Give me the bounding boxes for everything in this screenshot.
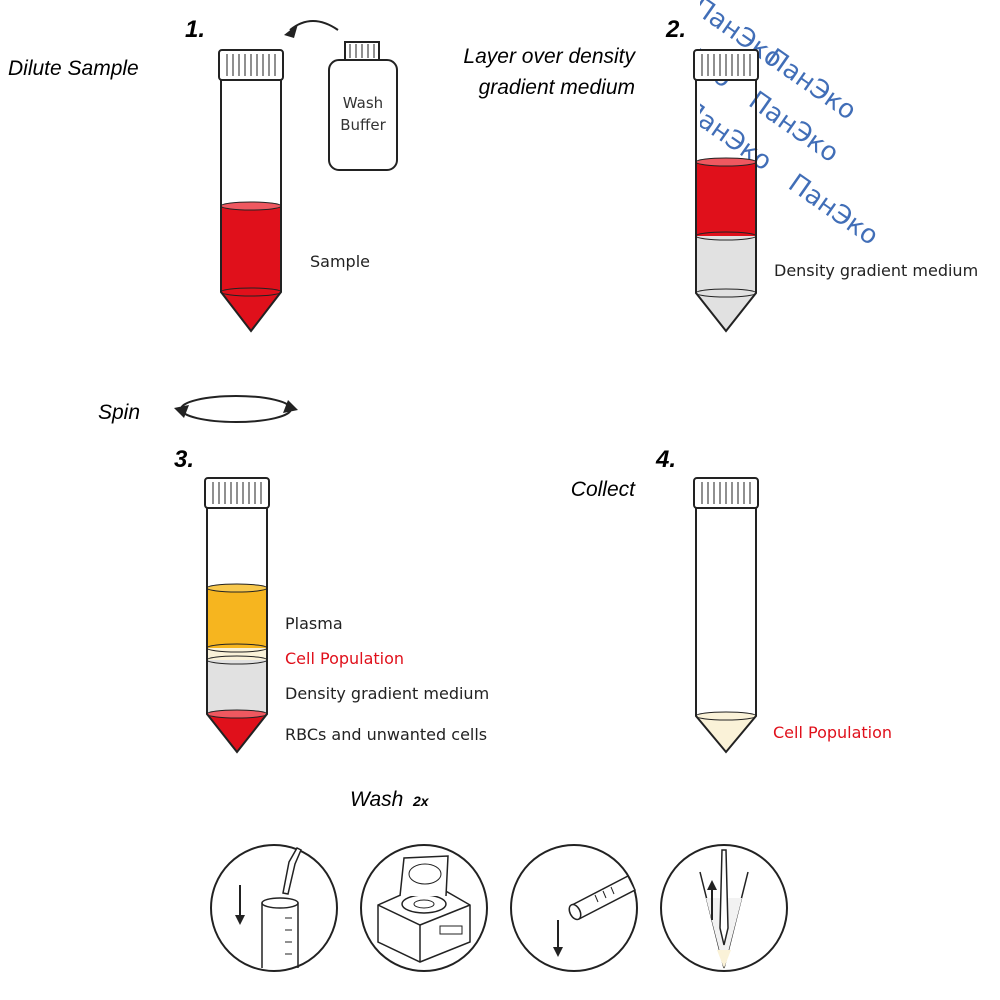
pour-arrowhead: [284, 24, 298, 38]
wash-multiplier: 2x: [412, 793, 430, 809]
tube-1: [218, 49, 284, 333]
step-1-number: 1.: [185, 16, 205, 43]
centrifuge-icon: [360, 844, 488, 972]
step-4: 4. Collect Cell Population: [571, 446, 892, 754]
bottle-label-line-2: Buffer: [340, 116, 386, 134]
tube-3: [204, 477, 270, 754]
label-sample: Sample: [310, 252, 370, 271]
step-3: Spin 3. Plasma Cell Population D: [98, 395, 489, 754]
tube-2: [693, 49, 759, 333]
wash-section: Wash 2x: [210, 788, 788, 972]
watermark: ПанЭко ПанЭко ПанЭко ПанЭко ПанЭко ПанЭк…: [700, 0, 884, 252]
label-cell-population-3: Cell Population: [285, 649, 404, 668]
step-2-action-line-1: Layer over density: [463, 45, 636, 68]
wash-buffer-bottle: Wash Buffer: [328, 41, 398, 171]
resuspend-pipette-icon: [660, 844, 788, 972]
bottle-label-line-1: Wash: [343, 94, 383, 112]
tube-4: [693, 477, 759, 754]
pour-off-tube-icon: [510, 844, 638, 972]
label-cell-population-4: Cell Population: [773, 723, 892, 742]
pipette-add-buffer-icon: [210, 844, 338, 972]
step-4-action: Collect: [571, 478, 636, 501]
label-density-gradient-medium-3: Density gradient medium: [285, 684, 489, 703]
label-rbcs: RBCs and unwanted cells: [285, 725, 487, 744]
step-2-action-line-2: gradient medium: [479, 76, 635, 99]
step-2: 2. Layer over density gradient medium De…: [463, 16, 978, 333]
spin-icon: [174, 395, 298, 423]
step-1-action: Dilute Sample: [8, 57, 139, 80]
step-4-number: 4.: [655, 446, 676, 473]
step-2-number: 2.: [665, 16, 686, 43]
step-1: 1. Dilute Sample Wash Buffer: [8, 16, 398, 333]
watermark-text-6: ПанЭко: [783, 168, 884, 251]
wash-title: Wash: [350, 788, 403, 811]
label-density-gradient-medium-2: Density gradient medium: [774, 261, 978, 280]
step-3-number: 3.: [174, 446, 194, 473]
label-plasma: Plasma: [285, 614, 343, 633]
step-3-action: Spin: [98, 401, 140, 424]
